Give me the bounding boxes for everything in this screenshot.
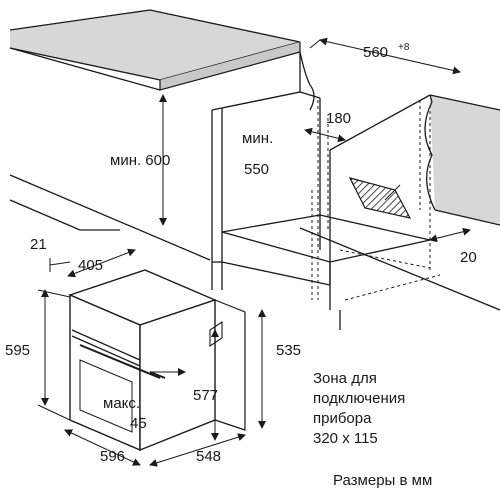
units-note: Размеры в мм xyxy=(333,472,432,489)
cabinet-niche xyxy=(9,52,500,330)
label-right-offset: 20 xyxy=(460,249,477,266)
label-door-height: 577 xyxy=(193,387,218,404)
oven xyxy=(68,269,246,452)
label-countertop-depth: 560 xyxy=(363,44,388,61)
label-door-gap-1: макс. xyxy=(103,395,140,412)
dimension-lines xyxy=(37,37,471,467)
label-oven-depth: 405 xyxy=(78,257,103,274)
label-connection-zone-4: 320 x 115 xyxy=(313,430,378,447)
label-connection-zone-3: прибора xyxy=(313,410,372,427)
label-connection-zone-2: подключения xyxy=(313,390,405,407)
label-connection-zone-1: Зона для xyxy=(313,370,377,387)
label-countertop-tolerance: +8 xyxy=(398,42,410,53)
label-min-height: мин. 600 xyxy=(110,152,170,169)
label-oven-height: 595 xyxy=(5,342,30,359)
label-door-gap-2: 45 xyxy=(130,415,147,432)
label-oven-inner-height: 535 xyxy=(276,342,301,359)
label-oven-total-depth: 548 xyxy=(196,448,221,465)
countertop-right xyxy=(424,94,500,226)
labels: 560 +8 мин. 600 мин. 550 180 20 21 405 5… xyxy=(5,42,477,489)
label-oven-width: 596 xyxy=(100,448,125,465)
label-rear-gap: 180 xyxy=(326,110,351,127)
label-min-depth-2: 550 xyxy=(244,161,269,178)
connection-zone-hatch xyxy=(348,177,412,219)
label-min-depth-1: мин. xyxy=(242,130,273,147)
label-oven-top-depth: 21 xyxy=(30,236,47,253)
countertop-left xyxy=(9,9,315,111)
